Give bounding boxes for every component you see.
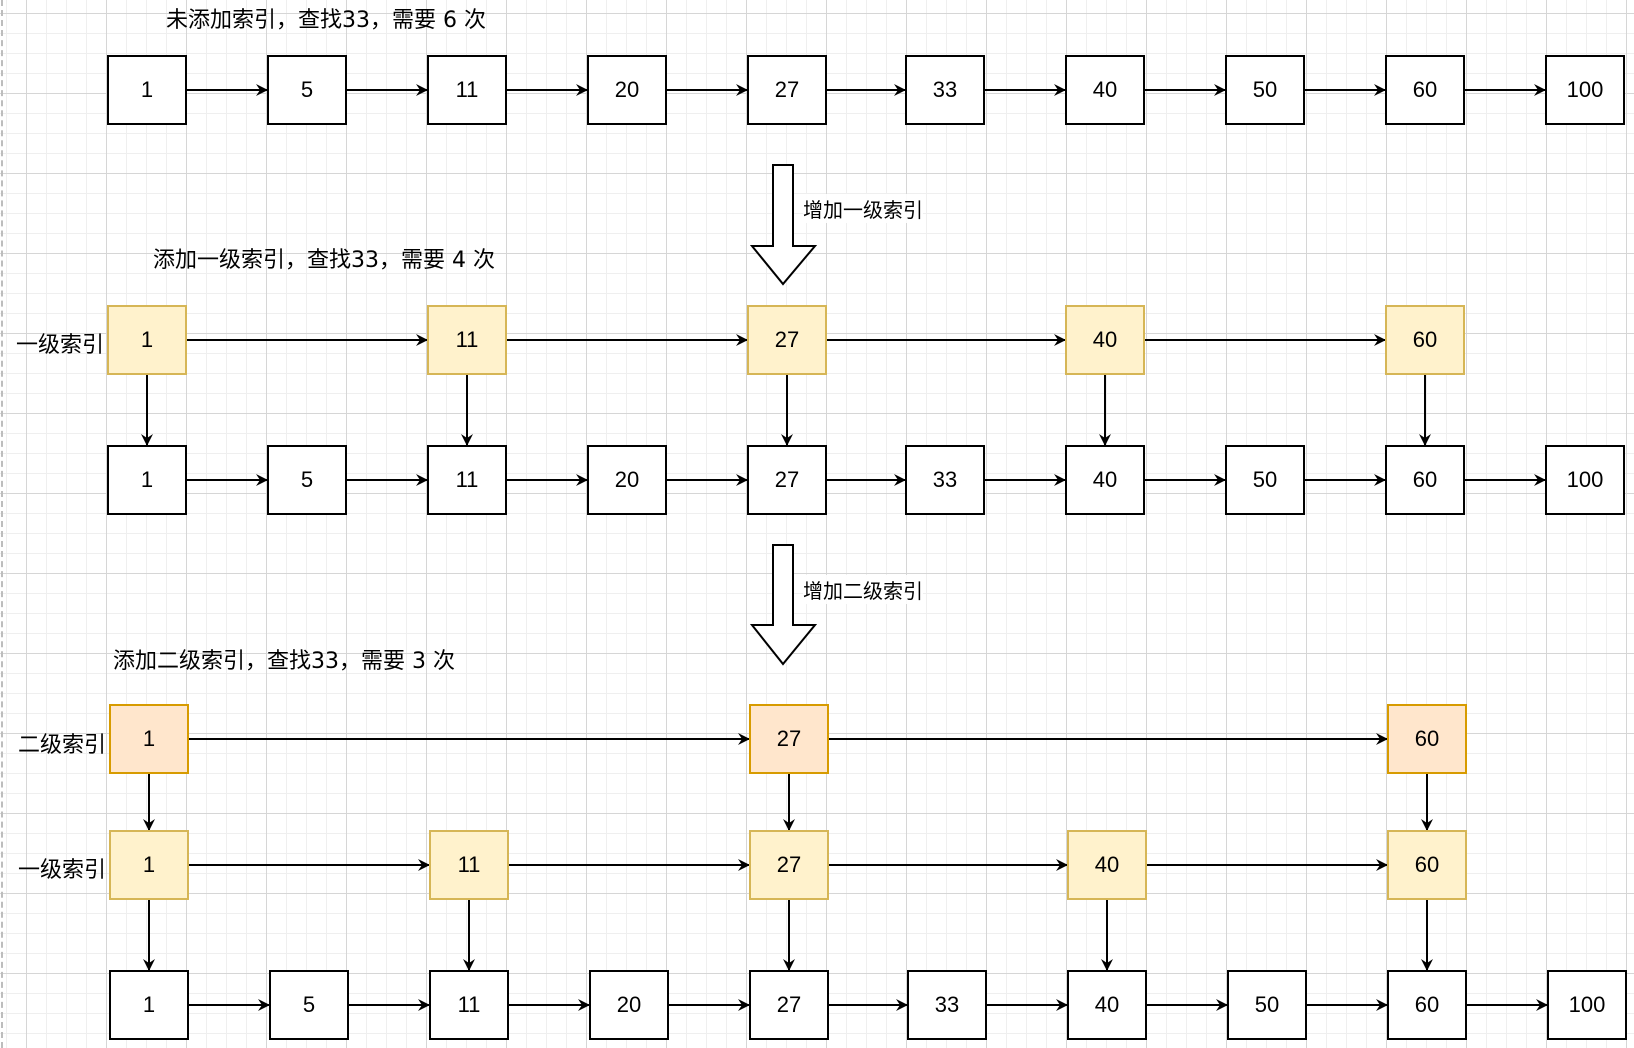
block-arrows-layer: [749, 164, 818, 666]
l1-index-node: 27: [747, 305, 827, 375]
list-node: 60: [1385, 445, 1465, 515]
list-node: 20: [589, 970, 669, 1040]
list-node: 100: [1547, 970, 1627, 1040]
list-node: 27: [747, 55, 827, 125]
l1-index-node: 40: [1065, 305, 1145, 375]
list-node: 33: [905, 445, 985, 515]
row-label-level2: 二级索引: [17, 733, 106, 758]
list-node: 1: [109, 970, 189, 1040]
l1-index-node: 1: [107, 305, 187, 375]
list-node: 100: [1545, 445, 1625, 515]
list-node: 50: [1225, 445, 1305, 515]
step-label-add-level1: 增加一级索引: [803, 194, 923, 223]
section-caption-level1-index: 添加一级索引，查找33，需要 4 次: [153, 248, 495, 273]
l1-index-node: 11: [429, 830, 509, 900]
list-node: 33: [905, 55, 985, 125]
list-node: 11: [427, 55, 507, 125]
l2-index-node: 60: [1387, 704, 1467, 774]
list-node: 100: [1545, 55, 1625, 125]
list-node: 27: [747, 445, 827, 515]
edges-layer: [141, 84, 1548, 1011]
list-node: 20: [587, 445, 667, 515]
list-node: 1: [107, 55, 187, 125]
list-node: 11: [429, 970, 509, 1040]
list-node: 40: [1067, 970, 1147, 1040]
list-node: 50: [1225, 55, 1305, 125]
list-node: 5: [269, 970, 349, 1040]
step-label-add-level2: 增加二级索引: [803, 575, 923, 604]
l1-index-node: 40: [1067, 830, 1147, 900]
row-label-level1: 一级索引: [17, 858, 106, 883]
block-arrow-down-icon: [749, 544, 818, 666]
list-node: 27: [749, 970, 829, 1040]
section-caption-no-index: 未添加索引，查找33，需要 6 次: [166, 8, 486, 33]
l1-index-node: 11: [427, 305, 507, 375]
list-node: 5: [267, 55, 347, 125]
page-boundary: [1, 0, 3, 1048]
l1-index-node: 60: [1385, 305, 1465, 375]
l1-index-node: 60: [1387, 830, 1467, 900]
list-node: 60: [1387, 970, 1467, 1040]
list-node: 40: [1065, 55, 1145, 125]
list-node: 11: [427, 445, 507, 515]
block-arrow-down-icon: [749, 164, 818, 286]
list-node: 20: [587, 55, 667, 125]
list-node: 40: [1065, 445, 1145, 515]
l1-index-node: 27: [749, 830, 829, 900]
section-caption-level2-index: 添加二级索引，查找33，需要 3 次: [113, 649, 455, 674]
list-node: 50: [1227, 970, 1307, 1040]
l1-index-node: 1: [109, 830, 189, 900]
l2-index-node: 27: [749, 704, 829, 774]
list-node: 1: [107, 445, 187, 515]
row-label-level1: 一级索引: [15, 333, 104, 358]
list-node: 5: [267, 445, 347, 515]
list-node: 33: [907, 970, 987, 1040]
list-node: 60: [1385, 55, 1465, 125]
l2-index-node: 1: [109, 704, 189, 774]
